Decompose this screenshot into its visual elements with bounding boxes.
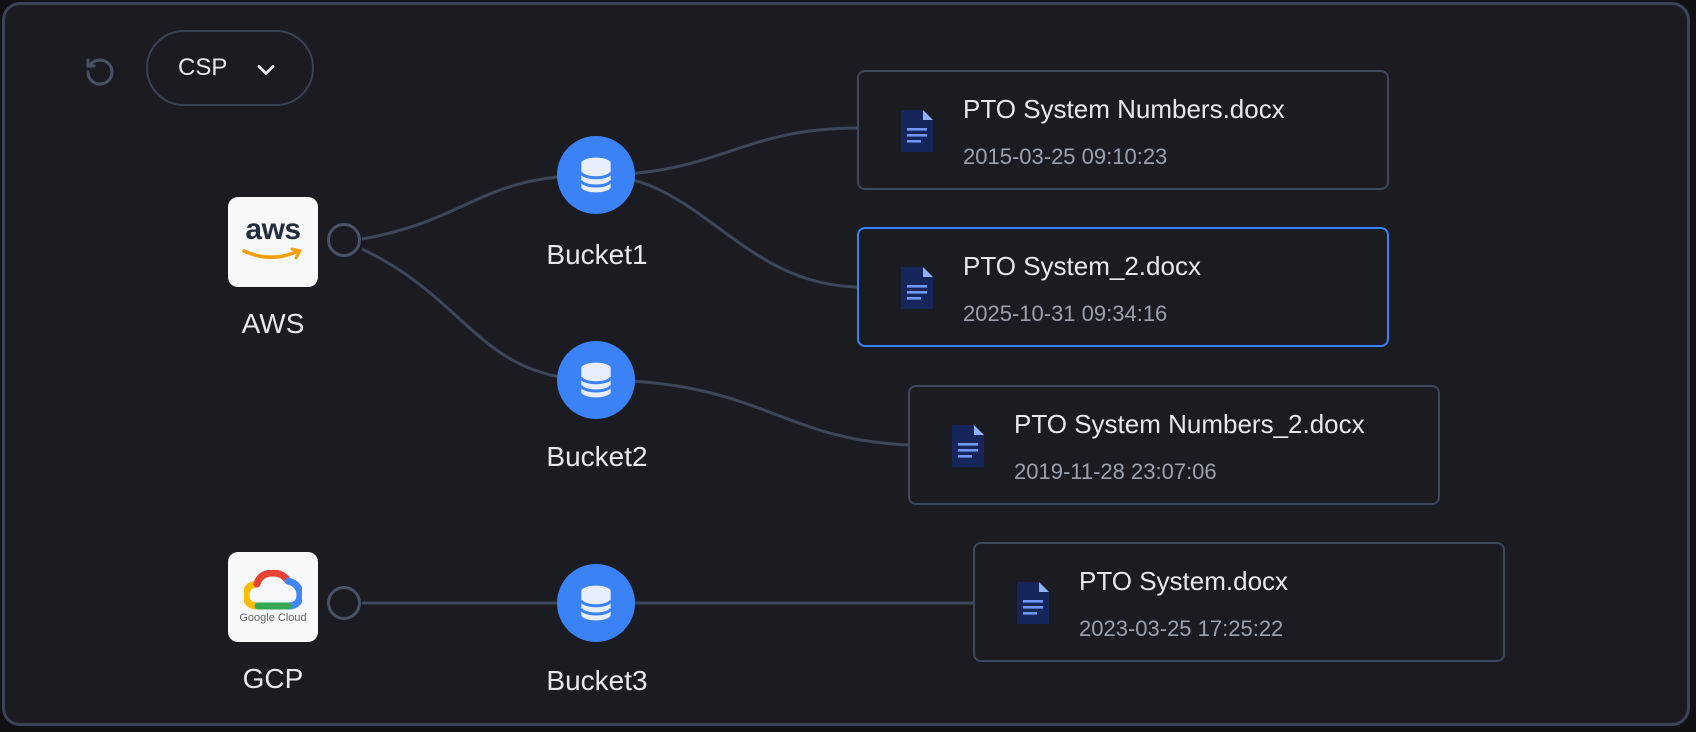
document-icon [1017,582,1049,624]
provider-label-gcp: GCP [242,663,304,694]
database-icon [579,362,613,398]
file-card-4[interactable]: PTO System.docx 2023-03-25 17:25:22 [973,542,1505,662]
document-icon [901,267,933,309]
bucket-label-1: Bucket1 [546,239,648,270]
file-timestamp: 2015-03-25 09:10:23 [963,144,1168,169]
chevron-down-icon [257,65,275,75]
bucket-node-3[interactable] [557,564,635,642]
database-icon [579,157,613,193]
file-card-1[interactable]: PTO System Numbers.docx 2015-03-25 09:10… [857,70,1389,190]
bucket-label-3: Bucket3 [546,665,648,696]
document-icon [901,110,933,152]
csp-filter-select[interactable]: CSP [146,30,314,106]
file-name: PTO System Numbers_2.docx [1014,409,1365,439]
reset-icon [86,58,114,86]
file-card-2[interactable]: PTO System_2.docx 2025-10-31 09:34:16 [857,227,1389,347]
reset-button[interactable] [80,52,120,92]
file-name: PTO System_2.docx [963,251,1201,281]
file-timestamp: 2023-03-25 17:25:22 [1079,616,1284,641]
google-cloud-icon [244,570,302,610]
google-cloud-logo-text: Google Cloud [239,612,307,624]
google-cloud-logo[interactable]: Google Cloud [228,552,318,642]
document-icon [952,425,984,467]
bucket-node-1[interactable] [557,136,635,214]
aws-port[interactable] [327,223,361,257]
file-name: PTO System.docx [1079,566,1289,596]
aws-logo[interactable]: aws [228,197,318,287]
bucket-label-2: Bucket2 [546,441,648,472]
aws-logo-text: aws [245,213,301,246]
provider-label-aws: AWS [241,308,305,339]
database-icon [579,585,613,621]
file-timestamp: 2019-11-28 23:07:06 [1014,459,1217,484]
gcp-port[interactable] [327,586,361,620]
aws-smile-icon [242,247,302,260]
bucket-node-2[interactable] [557,341,635,419]
file-card-3[interactable]: PTO System Numbers_2.docx 2019-11-28 23:… [908,385,1440,505]
csp-select-label: CSP [178,54,228,81]
file-name: PTO System Numbers.docx [963,94,1285,124]
file-timestamp: 2025-10-31 09:34:16 [963,301,1168,326]
